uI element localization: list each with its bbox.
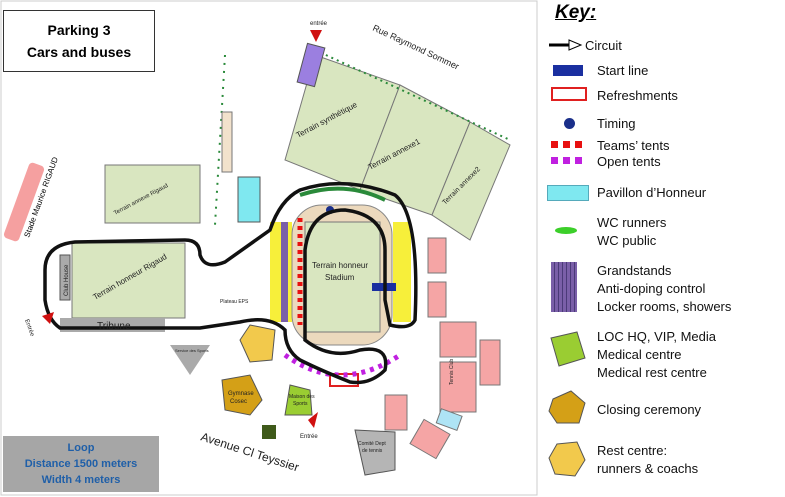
label-entree-top: entrée [310,21,328,27]
circuit-path [43,181,418,385]
loop-title: Loop [67,442,95,454]
circuit-arrow-icon [549,39,583,51]
pavillon-icon [547,185,589,201]
timing-icon [564,118,575,129]
label-comite-1: Comité Dept [358,441,386,447]
rest-centre-building [239,324,276,363]
label-service-sports: Service des Sports [175,348,209,353]
building-strip [221,111,233,173]
key-label: Closing ceremony [597,402,702,417]
pool-small [435,408,463,431]
label-maison-1: Maison des [289,394,315,400]
key-label: Medical centre [597,347,682,362]
label-gymnase-1: Gymnase [228,391,254,397]
label-stadium-1: Terrain honneur [312,261,368,270]
site-map: Stade Maurice RIGAUD entrée Entrée Entré… [0,0,538,496]
tents-icon [551,141,582,164]
label-entree-left: Entrée [23,319,35,338]
key-title: Key: [555,2,597,23]
grandstand-icon [551,262,577,312]
key-label: Anti-doping control [597,281,706,296]
key-label: WC runners [597,215,667,230]
parking-title-box: Parking 3 Cars and buses [3,10,155,72]
label-stadium-2: Stadium [325,273,355,282]
service-sports [170,345,210,375]
key-label: Refreshments [597,88,678,103]
key-label: Circuit [585,38,622,53]
pavillon-honneur [237,176,261,223]
loop-width: Width 4 meters [41,474,121,486]
key-label: Grandstands [597,263,672,278]
comite-tennis [354,429,396,476]
stade-rigaud-label-box [3,162,45,242]
key-label: Teams’ tents [597,138,670,153]
parking-title: Parking 3 [47,22,111,38]
closing-ceremony-icon [548,390,586,424]
key-label: Medical rest centre [597,365,707,380]
building-purple [296,42,326,88]
entree-bottom-arrow-icon [308,412,318,428]
wc-public [299,186,386,202]
label-gymnase-2: Cosec [230,399,247,405]
key-label: Pavillon d’Honneur [597,185,707,200]
start-line-icon [553,65,583,76]
wc-icon [555,227,577,234]
map-key: Key: Circuit Start line Refreshments Tim… [545,0,785,497]
field-terrain-annexe-rigaud [104,164,201,224]
label-tennis-club: Tennis Club [449,359,455,385]
loc-hq-icon [550,331,586,367]
entree-top-arrow-icon [310,30,322,42]
key-label: WC public [597,233,657,248]
key-label: Timing [597,116,636,131]
label-tribune: Tribune [97,321,131,332]
label-plateau: Plateau EPS [220,299,249,305]
key-label: Locker rooms, showers [597,299,732,314]
tennis-courts [384,237,501,460]
grandstand-yellow-east [393,222,411,322]
field-terrain-honneur-rigaud [71,242,186,319]
key-label: Start line [597,63,649,78]
key-label: runners & coachs [597,461,699,476]
field-terrain-annexe2 [431,121,511,241]
building-dark-green [262,425,276,439]
loop-info-box: Loop Distance 1500 meters Width 4 meters [3,436,159,492]
label-maison-2: Sports [293,401,308,407]
key-label: Rest centre: [597,443,668,458]
key-label: LOC HQ, VIP, Media [597,329,716,344]
club-house [59,254,71,301]
label-club-house: Club House [64,264,70,296]
grandstand-purple [281,222,288,322]
label-entree-bottom: Entrée [300,434,318,440]
stadium-field [304,221,381,333]
label-comite-2: de tennis [362,448,383,454]
gymnase-cosec [221,374,263,416]
loop-distance: Distance 1500 meters [24,458,138,470]
entree-left-arrow-icon [42,312,54,324]
maison-des-sports [284,384,313,416]
refreshments-icon [551,87,587,101]
parking-subtitle: Cars and buses [26,44,132,60]
key-label: Open tents [597,154,661,169]
rest-centre-icon [548,441,586,477]
